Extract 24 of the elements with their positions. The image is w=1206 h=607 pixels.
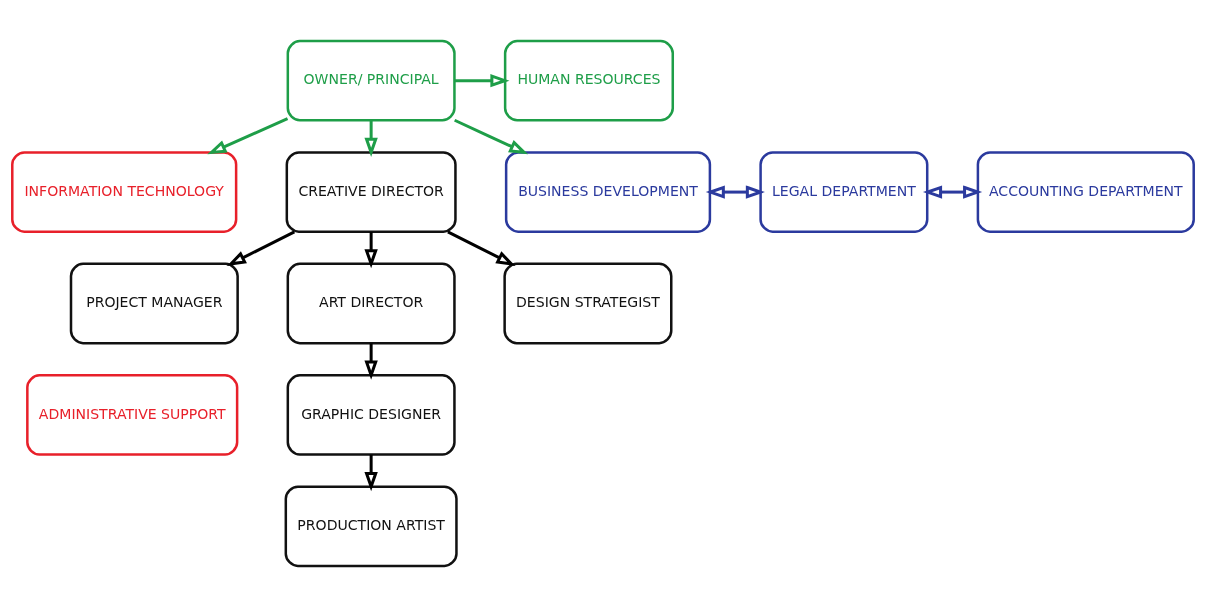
- arrow: [922, 185, 983, 199]
- node-box: CREATIVE DIRECTOR: [285, 151, 457, 233]
- arrow: [454, 73, 510, 88]
- node-box: HUMAN RESOURCES: [503, 39, 674, 122]
- arrow: [364, 454, 378, 492]
- arrow: [207, 117, 289, 155]
- arrow: [364, 231, 378, 269]
- node-box: ADMINISTRATIVE SUPPORT: [26, 374, 239, 456]
- node-box: INFORMATION TECHNOLOGY: [11, 151, 238, 233]
- arrow: [454, 118, 529, 155]
- node-box: BUSINESS DEVELOPMENT: [504, 151, 712, 233]
- node-box: OWNER/ PRINCIPAL: [286, 39, 456, 122]
- node-box: GRAPHIC DESIGNER: [286, 374, 456, 456]
- arrow: [226, 230, 296, 266]
- node-box: PRODUCTION ARTIST: [284, 485, 458, 568]
- node-box: PROJECT MANAGER: [69, 262, 239, 345]
- arrow: [364, 120, 378, 157]
- arrow: [705, 185, 765, 199]
- arrow: [364, 343, 378, 380]
- node-box: LEGAL DEPARTMENT: [759, 151, 929, 233]
- node-box: ART DIRECTOR: [286, 262, 456, 345]
- node-box: ACCOUNTING DEPARTMENT: [976, 151, 1195, 233]
- node-box: DESIGN STRATEGIST: [503, 262, 673, 345]
- arrow: [447, 230, 516, 266]
